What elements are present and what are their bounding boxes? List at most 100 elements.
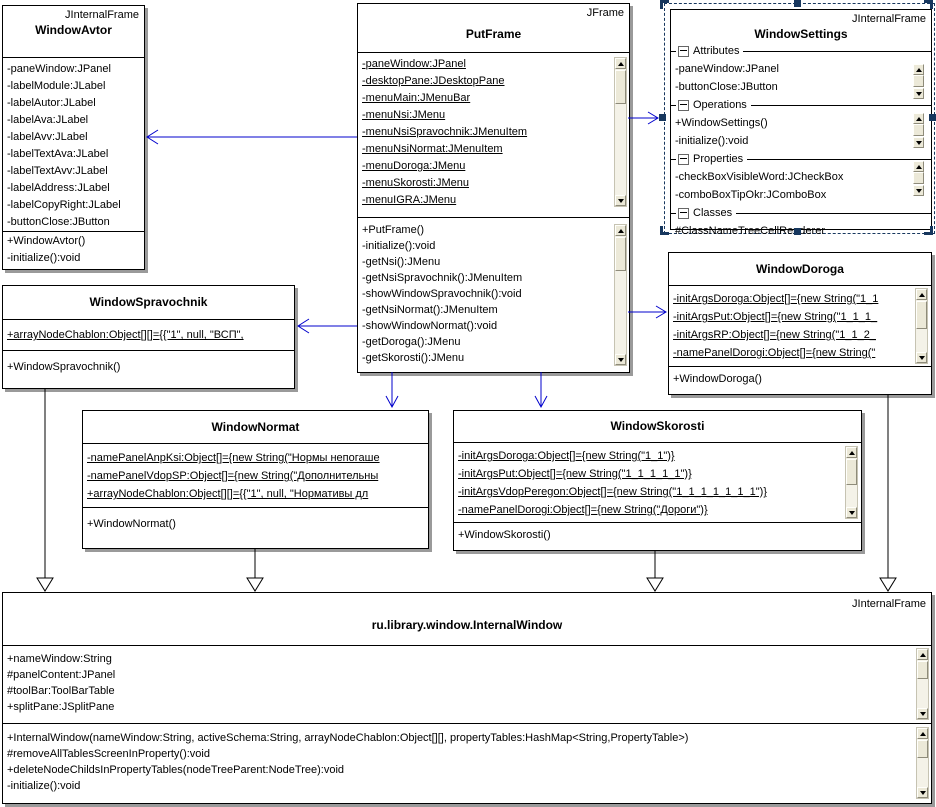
class-window-settings[interactable]: JInternalFrame WindowSettings Attributes…	[670, 9, 932, 237]
scroll-up-button[interactable]	[615, 58, 626, 69]
attribute-row: -labelAvv:JLabel	[7, 131, 88, 143]
generalization-skorosti-to-internalwindow[interactable]	[646, 550, 664, 592]
generalization-normat-to-internalwindow[interactable]	[246, 548, 264, 592]
divider	[671, 212, 676, 214]
triangle-up-icon	[849, 451, 855, 455]
selection-handle[interactable]	[929, 114, 936, 121]
collapse-icon[interactable]	[678, 153, 689, 165]
triangle-up-icon	[618, 229, 624, 233]
generalization-spravochnik-to-internalwindow[interactable]	[36, 388, 54, 592]
class-name: PutFrame	[465, 27, 522, 41]
scroll-down-button[interactable]	[913, 88, 924, 99]
scrollbar-thumb[interactable]	[846, 459, 857, 485]
scroll-up-button[interactable]	[917, 649, 928, 660]
scrollbar-thumb[interactable]	[913, 75, 924, 87]
class-window-skorosti[interactable]: WindowSkorosti -initArgsDoroga:Object[]=…	[453, 410, 862, 551]
open-arrow-icon	[385, 395, 399, 409]
operation-row: +WindowSettings()	[675, 117, 768, 129]
scrollbar-thumb[interactable]	[917, 740, 928, 758]
attribute-row: +nameWindow:String	[7, 653, 112, 665]
scroll-down-button[interactable]	[913, 137, 924, 148]
class-window-avtor[interactable]: JInternalFrame WindowAvtor -paneWindow:J…	[2, 5, 145, 270]
attribute-row: -menuDoroga:JMenu	[362, 160, 466, 172]
association-putframe-to-windownormat[interactable]	[385, 372, 399, 409]
attribute-row: #toolBar:ToolBarTable	[7, 685, 115, 697]
collapse-icon[interactable]	[678, 207, 689, 219]
scrollbar[interactable]	[614, 57, 627, 207]
selection-corner-handle[interactable]	[660, 0, 669, 9]
scrollbar-thumb[interactable]	[913, 172, 924, 184]
attribute-row: -namePanelDorogi:Object[]={new String("	[673, 347, 876, 359]
divider	[736, 212, 931, 214]
attribute-row: -namePanelVdopSP:Object[]={new String("Д…	[87, 470, 379, 482]
triangle-up-icon	[916, 165, 922, 169]
attribute-row: -paneWindow:JPanel	[362, 58, 466, 70]
scroll-up-button[interactable]	[913, 113, 924, 124]
class-window-spravochnik[interactable]: WindowSpravochnik +arrayNodeChablon:Obje…	[2, 285, 295, 389]
selection-corner-handle[interactable]	[924, 0, 933, 9]
generalization-doroga-to-internalwindow[interactable]	[879, 394, 897, 592]
scroll-down-button[interactable]	[916, 352, 927, 363]
selection-handle[interactable]	[794, 228, 801, 235]
scrollbar[interactable]	[916, 727, 929, 799]
scrollbar-thumb[interactable]	[917, 661, 928, 679]
scroll-down-button[interactable]	[615, 195, 626, 206]
divider	[747, 158, 931, 160]
hollow-triangle-icon	[36, 577, 54, 592]
selection-handle[interactable]	[794, 0, 801, 7]
attribute-row: +arrayNodeChablon:Object[][]={{"1", null…	[7, 329, 244, 341]
scroll-up-button[interactable]	[913, 64, 924, 75]
scrollbar-thumb[interactable]	[916, 301, 927, 329]
collapse-icon[interactable]	[678, 45, 689, 57]
triangle-up-icon	[618, 62, 624, 66]
scroll-up-button[interactable]	[846, 447, 857, 458]
association-putframe-to-windowdoroga[interactable]	[628, 305, 667, 319]
class-window-doroga[interactable]: WindowDoroga -initArgsDoroga:Object[]={n…	[668, 252, 932, 395]
scrollbar-thumb[interactable]	[615, 237, 626, 271]
scroll-down-button[interactable]	[615, 354, 626, 365]
class-putframe[interactable]: JFrame PutFrame -paneWindow:JPanel -desk…	[357, 3, 630, 373]
attribute-row: +arrayNodeChablon:Object[][]={{"1", null…	[87, 488, 369, 500]
association-putframe-to-windowskorosti[interactable]	[534, 372, 548, 409]
attribute-row: -buttonClose:JButton	[675, 81, 778, 93]
scroll-up-button[interactable]	[913, 161, 924, 172]
selection-handle[interactable]	[659, 114, 666, 121]
operation-row: -getSkorosti():JMenu	[362, 352, 465, 364]
triangle-up-icon	[916, 68, 922, 72]
association-putframe-to-windowspravochnik[interactable]	[297, 318, 357, 334]
scroll-down-button[interactable]	[917, 708, 928, 719]
scrollbar[interactable]	[913, 64, 926, 99]
collapse-icon[interactable]	[678, 99, 689, 111]
scrollbar[interactable]	[845, 446, 858, 519]
hollow-triangle-icon	[646, 577, 664, 592]
scrollbar[interactable]	[915, 288, 928, 364]
scroll-down-button[interactable]	[917, 787, 928, 798]
association-putframe-to-windowavtor[interactable]	[146, 129, 357, 145]
scrollbar-thumb[interactable]	[913, 124, 924, 136]
triangle-up-icon	[919, 293, 925, 297]
scroll-up-button[interactable]	[916, 289, 927, 300]
selection-corner-handle[interactable]	[660, 226, 669, 235]
section-label: Attributes	[693, 45, 740, 57]
scroll-up-button[interactable]	[615, 225, 626, 236]
attribute-row: -initArgsRP:Object[]={new String("1_1_2_	[673, 329, 876, 341]
triangle-down-icon	[919, 356, 925, 360]
scrollbar[interactable]	[913, 161, 926, 196]
operation-row: -initialize():void	[675, 135, 749, 147]
attribute-row: -menuNsiSpravochnik:JMenuItem	[362, 126, 528, 138]
scroll-up-button[interactable]	[917, 728, 928, 739]
scrollbar[interactable]	[916, 648, 929, 720]
triangle-up-icon	[916, 117, 922, 121]
association-putframe-to-windowsettings[interactable]	[628, 111, 659, 125]
hollow-triangle-icon	[246, 577, 264, 592]
scrollbar[interactable]	[913, 113, 926, 148]
attribute-row: -paneWindow:JPanel	[675, 63, 779, 75]
scrollbar[interactable]	[614, 224, 627, 366]
class-internal-window[interactable]: JInternalFrame ru.library.window.Interna…	[2, 592, 932, 804]
scrollbar-thumb[interactable]	[615, 70, 626, 104]
scroll-down-button[interactable]	[913, 185, 924, 196]
class-window-normat[interactable]: WindowNormat -namePanelAnpKsi:Object[]={…	[82, 410, 429, 549]
scroll-down-button[interactable]	[846, 507, 857, 518]
selection-corner-handle[interactable]	[924, 226, 933, 235]
